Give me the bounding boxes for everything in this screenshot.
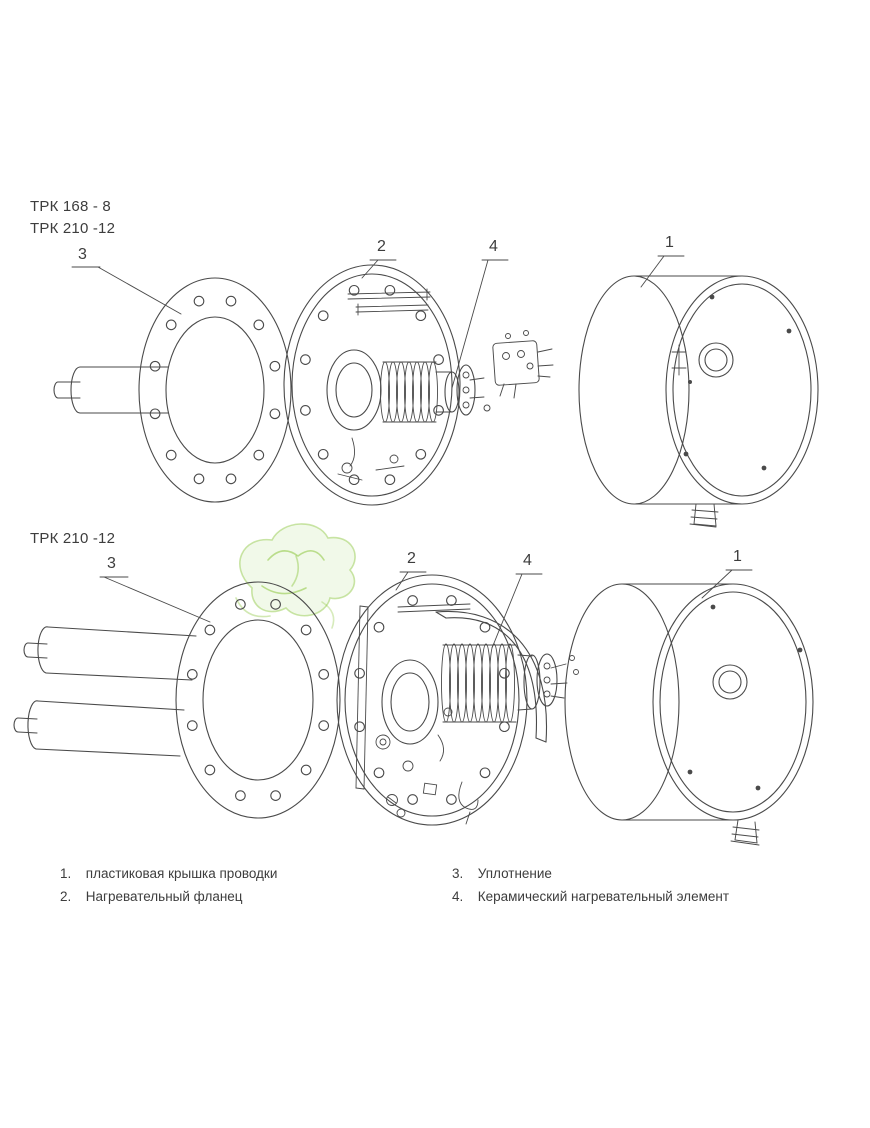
- view2-callout-4: 4: [523, 552, 532, 569]
- legend-label-3: Уплотнение: [477, 866, 552, 881]
- view2-gasket-flange: [13, 581, 341, 819]
- view1-model-label-1: ТРК 168 - 8: [30, 198, 111, 215]
- view1-leaders: [71, 255, 685, 389]
- legend-label-2: Нагревательный фланец: [85, 889, 243, 904]
- view1-heating-flange: [283, 264, 485, 506]
- view2-leaders: [99, 569, 753, 649]
- legend-num-2: 2.: [60, 889, 72, 904]
- legend-item-3: 3. Уплотнение: [452, 866, 552, 881]
- legend-num-4: 4.: [452, 889, 464, 904]
- view2-cover-gland: [730, 819, 760, 846]
- view2-model-label: ТРК 210 -12: [30, 530, 116, 547]
- view1-cover: [578, 275, 819, 528]
- legend-item-4: 4. Керамический нагревательный элемент: [452, 889, 729, 904]
- view2-callout-2: 2: [407, 550, 416, 567]
- legend-label-4: Керамический нагревательный элемент: [477, 889, 729, 904]
- legend-num-1: 1.: [60, 866, 72, 881]
- view1-gasket-flange: [53, 277, 292, 503]
- view1-callout-3: 3: [78, 246, 87, 263]
- view2-heating-flange: [336, 574, 579, 826]
- view2-cover: [564, 583, 814, 846]
- view2-callout-3: 3: [107, 555, 116, 572]
- legend-item-1: 1. пластиковая крышка проводки: [60, 866, 277, 881]
- legend-item-2: 2. Нагревательный фланец: [60, 889, 243, 904]
- view1-callout-4: 4: [489, 238, 498, 255]
- legend-num-3: 3.: [452, 866, 464, 881]
- green-watermark: [235, 523, 356, 629]
- view1-cover-gland: [689, 503, 719, 528]
- view1-model-label-2: ТРК 210 -12: [30, 220, 116, 237]
- view2-callout-1: 1: [733, 548, 742, 565]
- legend-label-1: пластиковая крышка проводки: [85, 866, 278, 881]
- view1-ceramic-element: [483, 330, 554, 412]
- view1-callout-1: 1: [665, 234, 674, 251]
- view1-callout-2: 2: [377, 238, 386, 255]
